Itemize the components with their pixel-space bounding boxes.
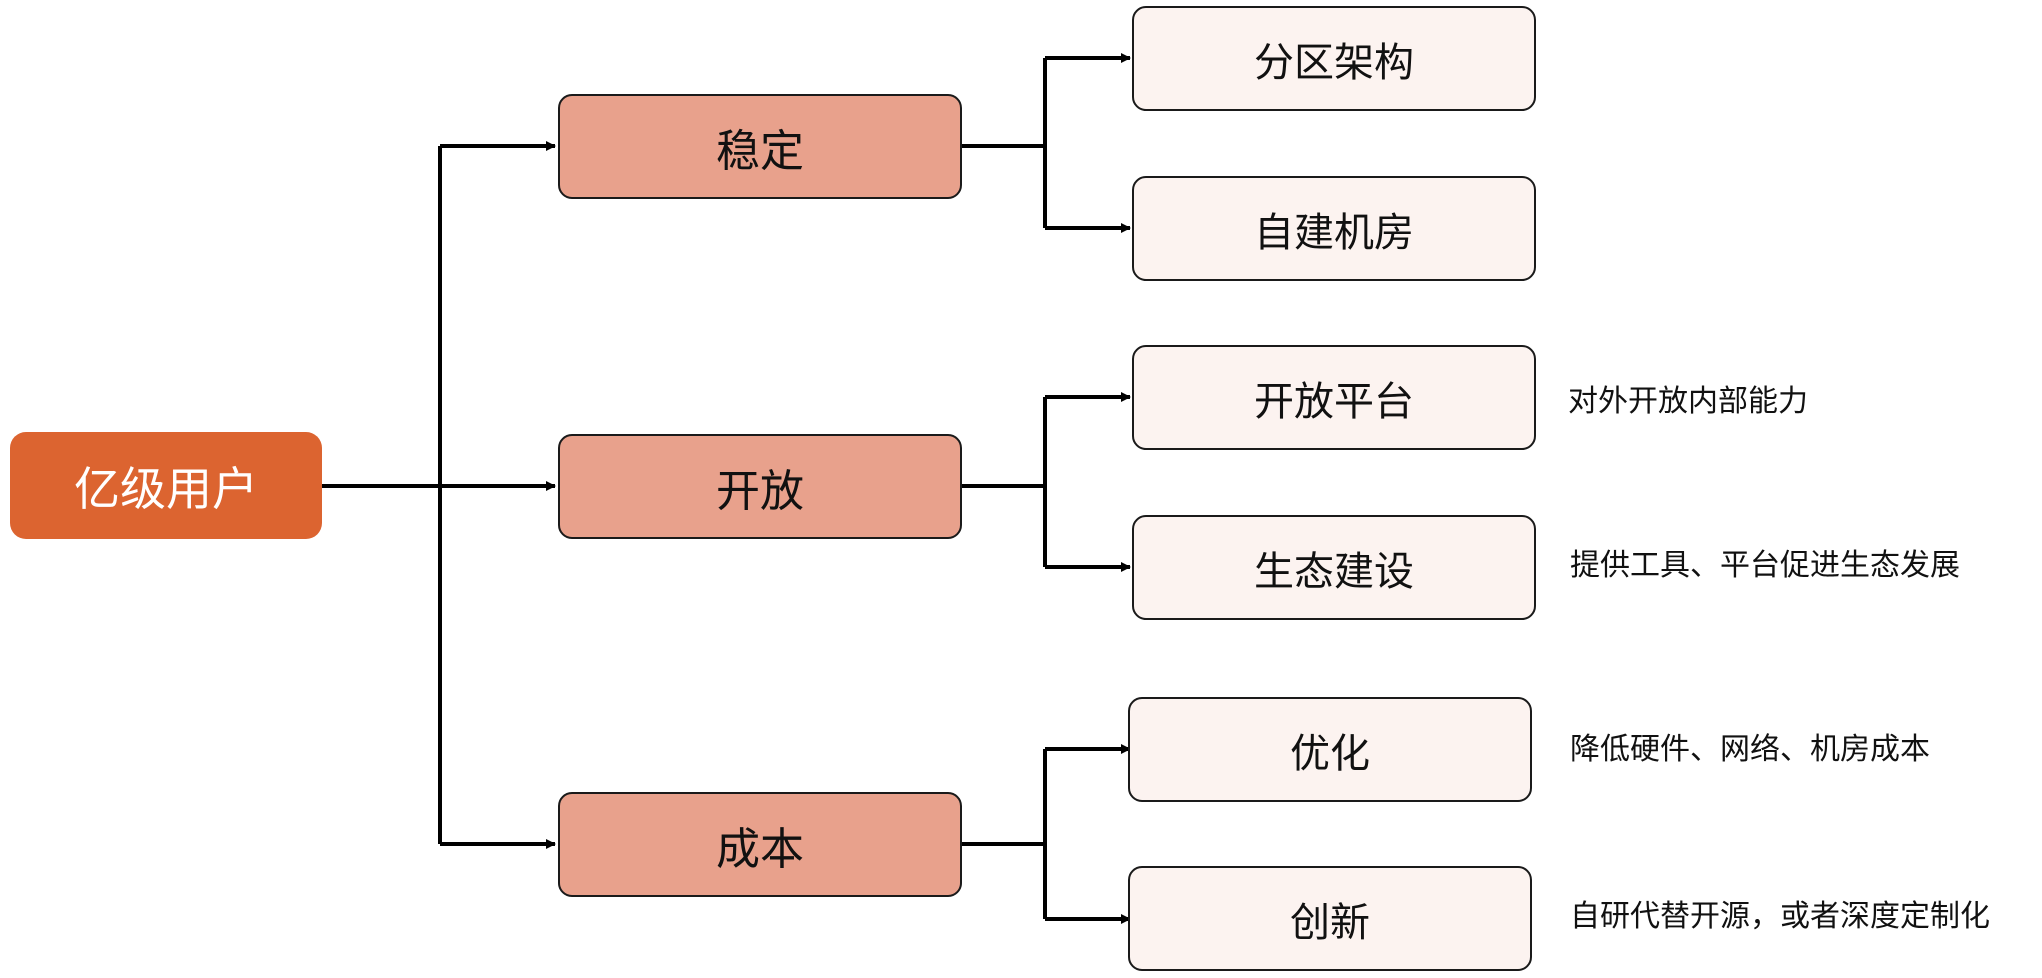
note-optimization: 降低硬件、网络、机房成本: [1570, 732, 1930, 767]
leaf-optimization: 优化: [1128, 697, 1532, 802]
leaf-partition-architecture: 分区架构: [1132, 6, 1536, 111]
note-ecosystem-building: 提供工具、平台促进生态发展: [1570, 548, 1960, 583]
leaf-ecosystem-building: 生态建设: [1132, 515, 1536, 620]
leaf-self-built-datacenter: 自建机房: [1132, 176, 1536, 281]
leaf-innovation: 创新: [1128, 866, 1532, 971]
note-innovation: 自研代替开源，或者深度定制化: [1570, 899, 1990, 934]
branch-stable: 稳定: [558, 94, 962, 199]
leaf-open-platform: 开放平台: [1132, 345, 1536, 450]
branch-cost: 成本: [558, 792, 962, 897]
root-node: 亿级用户: [10, 432, 322, 539]
note-open-platform: 对外开放内部能力: [1568, 384, 1808, 419]
branch-open: 开放: [558, 434, 962, 539]
